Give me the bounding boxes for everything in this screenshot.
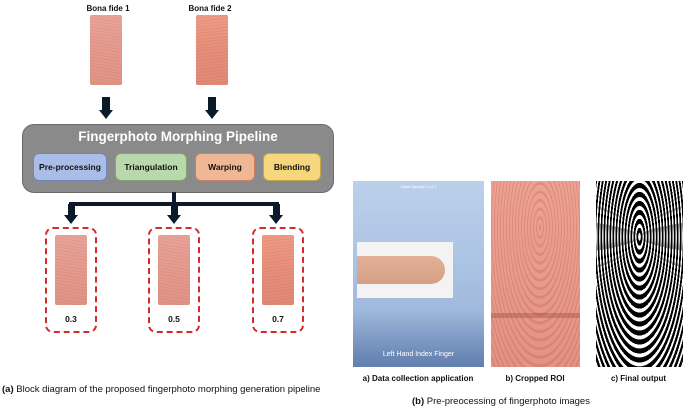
label-final-output: c) Final output	[610, 374, 667, 383]
branch-arrow-3	[273, 204, 280, 216]
morph-image-1	[55, 235, 87, 305]
final-output-image	[596, 181, 683, 367]
caption-a-prefix: (a)	[2, 384, 14, 395]
stage-pre-processing: Pre-processing	[33, 153, 107, 181]
morph-factor-3: 0.7	[272, 314, 284, 324]
label-data-collection: a) Data collection application	[362, 374, 474, 383]
stage-blending: Blending	[263, 153, 321, 181]
arrow-bonafide-1	[102, 97, 110, 111]
branch-arrow-1	[68, 204, 75, 216]
finger-in-frame	[357, 256, 445, 284]
finger-photo-card	[357, 242, 453, 298]
branch-arrow-head-1	[64, 215, 78, 224]
branch-stem	[172, 192, 176, 204]
cropped-roi-image	[491, 181, 580, 367]
caption-b: (b) Pre-preocessing of fingerphoto image…	[412, 396, 682, 408]
bonafide-1-label: Bona fide 1	[86, 4, 130, 13]
arrow-head-1	[99, 110, 113, 119]
morph-output-2: 0.5	[148, 227, 200, 333]
caption-a: (a) Block diagram of the proposed finger…	[2, 384, 342, 396]
caption-a-text: Block diagram of the proposed fingerphot…	[16, 384, 321, 395]
app-bottom-shade	[353, 311, 484, 367]
branch-arrow-head-2	[167, 215, 181, 224]
morph-output-3: 0.7	[252, 227, 304, 333]
label-cropped-roi: b) Cropped ROI	[505, 374, 565, 383]
bonafide-1-image	[90, 15, 122, 85]
data-collection-screenshot: Hand Sample 1 of 1 Left Hand Index Finge…	[353, 181, 484, 367]
caption-b-prefix: (b)	[412, 396, 425, 407]
morph-factor-2: 0.5	[168, 314, 180, 324]
morph-image-2	[158, 235, 190, 305]
app-footer: Left Hand Index Finger	[382, 351, 455, 358]
roi-crease	[491, 313, 580, 318]
bonafide-2-image	[196, 15, 228, 85]
caption-b-text: Pre-preocessing of fingerphoto images	[426, 396, 590, 407]
morphing-pipeline: Fingerphoto Morphing Pipeline Pre-proces…	[22, 124, 334, 193]
morph-factor-1: 0.3	[65, 314, 77, 324]
branch-arrow-2	[171, 204, 178, 216]
stage-warping: Warping	[195, 153, 255, 181]
bonafide-2-label: Bona fide 2	[188, 4, 232, 13]
pipeline-title: Fingerphoto Morphing Pipeline	[78, 129, 278, 144]
app-header: Hand Sample 1 of 1	[400, 184, 437, 189]
branch-arrow-head-3	[269, 215, 283, 224]
arrow-head-2	[205, 110, 219, 119]
stage-triangulation: Triangulation	[115, 153, 187, 181]
morph-image-3	[262, 235, 294, 305]
arrow-bonafide-2	[208, 97, 216, 111]
morph-output-1: 0.3	[45, 227, 97, 333]
